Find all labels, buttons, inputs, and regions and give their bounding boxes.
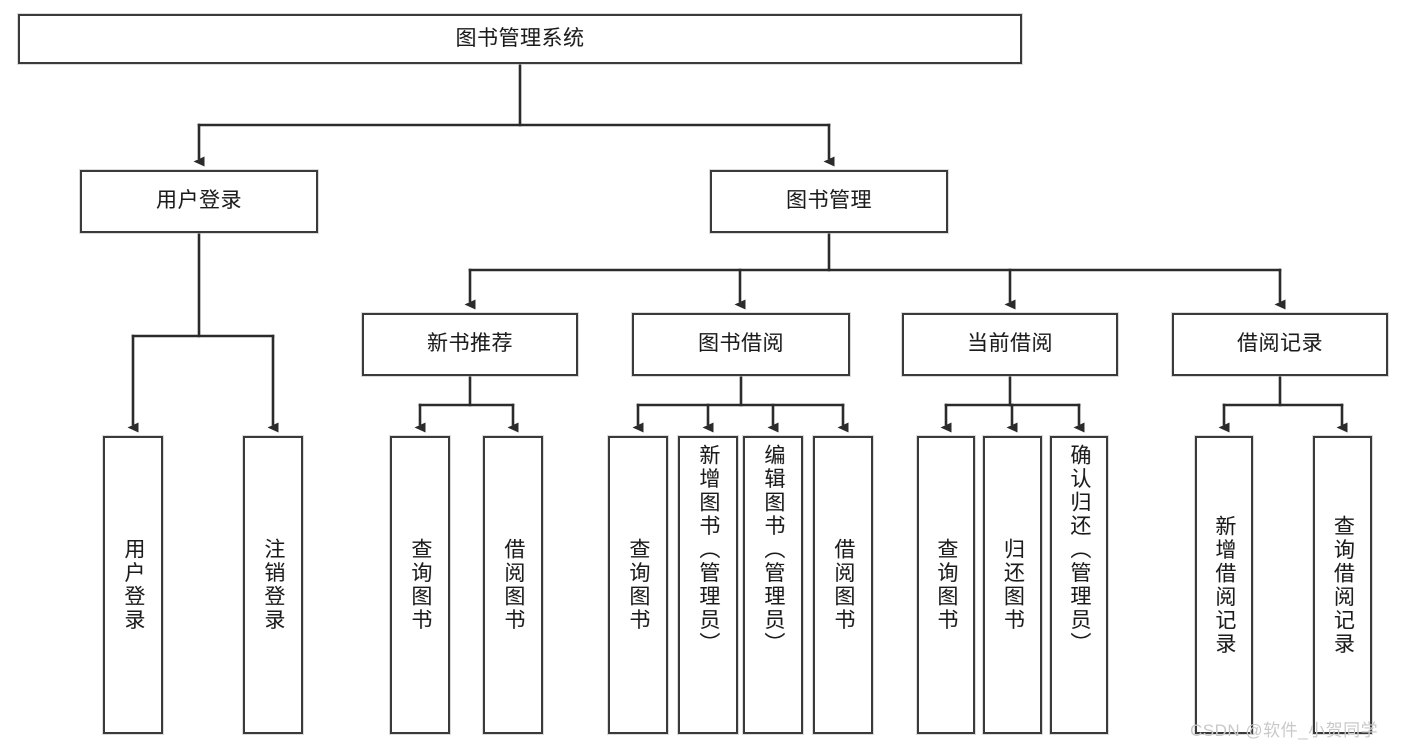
node-book-borrow-label: 图书借阅 — [698, 332, 784, 356]
node-current-borrow-label: 当前借阅 — [967, 332, 1053, 356]
node-leaf-query-borrow-record-label: 查询借阅记录 — [1331, 514, 1355, 656]
node-leaf-edit-book-admin-label: 编辑图书（管理员） — [761, 444, 785, 656]
node-book-manage-label: 图书管理 — [786, 189, 872, 213]
node-leaf-user-login-label: 用户登录 — [121, 538, 145, 632]
node-leaf-query-book-recommend[interactable]: 查询图书 — [390, 436, 450, 734]
node-borrow-record-label: 借阅记录 — [1237, 332, 1323, 356]
node-book-borrow[interactable]: 图书借阅 — [632, 313, 850, 376]
node-leaf-query-book-current-label: 查询图书 — [934, 538, 958, 632]
node-leaf-query-book-borrow[interactable]: 查询图书 — [608, 436, 668, 734]
node-leaf-borrow-book-recommend[interactable]: 借阅图书 — [483, 436, 543, 734]
node-leaf-logout-label: 注销登录 — [261, 538, 285, 632]
node-user-login-label: 用户登录 — [156, 189, 242, 213]
node-root-label: 图书管理系统 — [455, 26, 585, 50]
node-borrow-record[interactable]: 借阅记录 — [1172, 313, 1388, 376]
node-leaf-add-borrow-record[interactable]: 新增借阅记录 — [1195, 436, 1253, 734]
node-leaf-borrow-book[interactable]: 借阅图书 — [813, 436, 873, 734]
node-leaf-query-book-current[interactable]: 查询图书 — [917, 436, 975, 734]
node-root[interactable]: 图书管理系统 — [18, 14, 1022, 64]
node-current-borrow[interactable]: 当前借阅 — [902, 313, 1118, 376]
node-leaf-edit-book-admin[interactable]: 编辑图书（管理员） — [743, 436, 803, 734]
node-leaf-borrow-book-recommend-label: 借阅图书 — [501, 538, 525, 632]
node-leaf-logout[interactable]: 注销登录 — [243, 436, 303, 734]
node-book-manage[interactable]: 图书管理 — [710, 170, 948, 233]
node-leaf-add-book-admin[interactable]: 新增图书（管理员） — [678, 436, 738, 734]
node-leaf-return-book[interactable]: 归还图书 — [983, 436, 1042, 734]
node-leaf-return-book-label: 归还图书 — [1001, 538, 1025, 632]
node-leaf-query-borrow-record[interactable]: 查询借阅记录 — [1313, 436, 1372, 734]
node-new-book-recommend[interactable]: 新书推荐 — [362, 313, 578, 376]
node-user-login[interactable]: 用户登录 — [80, 170, 318, 233]
node-leaf-confirm-return-admin[interactable]: 确认归还（管理员） — [1050, 436, 1108, 734]
node-leaf-add-book-admin-label: 新增图书（管理员） — [696, 444, 720, 656]
node-leaf-query-book-borrow-label: 查询图书 — [626, 538, 650, 632]
node-leaf-query-book-recommend-label: 查询图书 — [408, 538, 432, 632]
csdn-watermark: CSDN @软件_小贺同学 — [1190, 721, 1379, 740]
node-leaf-add-borrow-record-label: 新增借阅记录 — [1212, 514, 1236, 656]
node-leaf-borrow-book-label: 借阅图书 — [831, 538, 855, 632]
node-new-book-recommend-label: 新书推荐 — [427, 332, 513, 356]
node-leaf-user-login[interactable]: 用户登录 — [103, 436, 163, 734]
node-leaf-confirm-return-admin-label: 确认归还（管理员） — [1067, 444, 1091, 656]
